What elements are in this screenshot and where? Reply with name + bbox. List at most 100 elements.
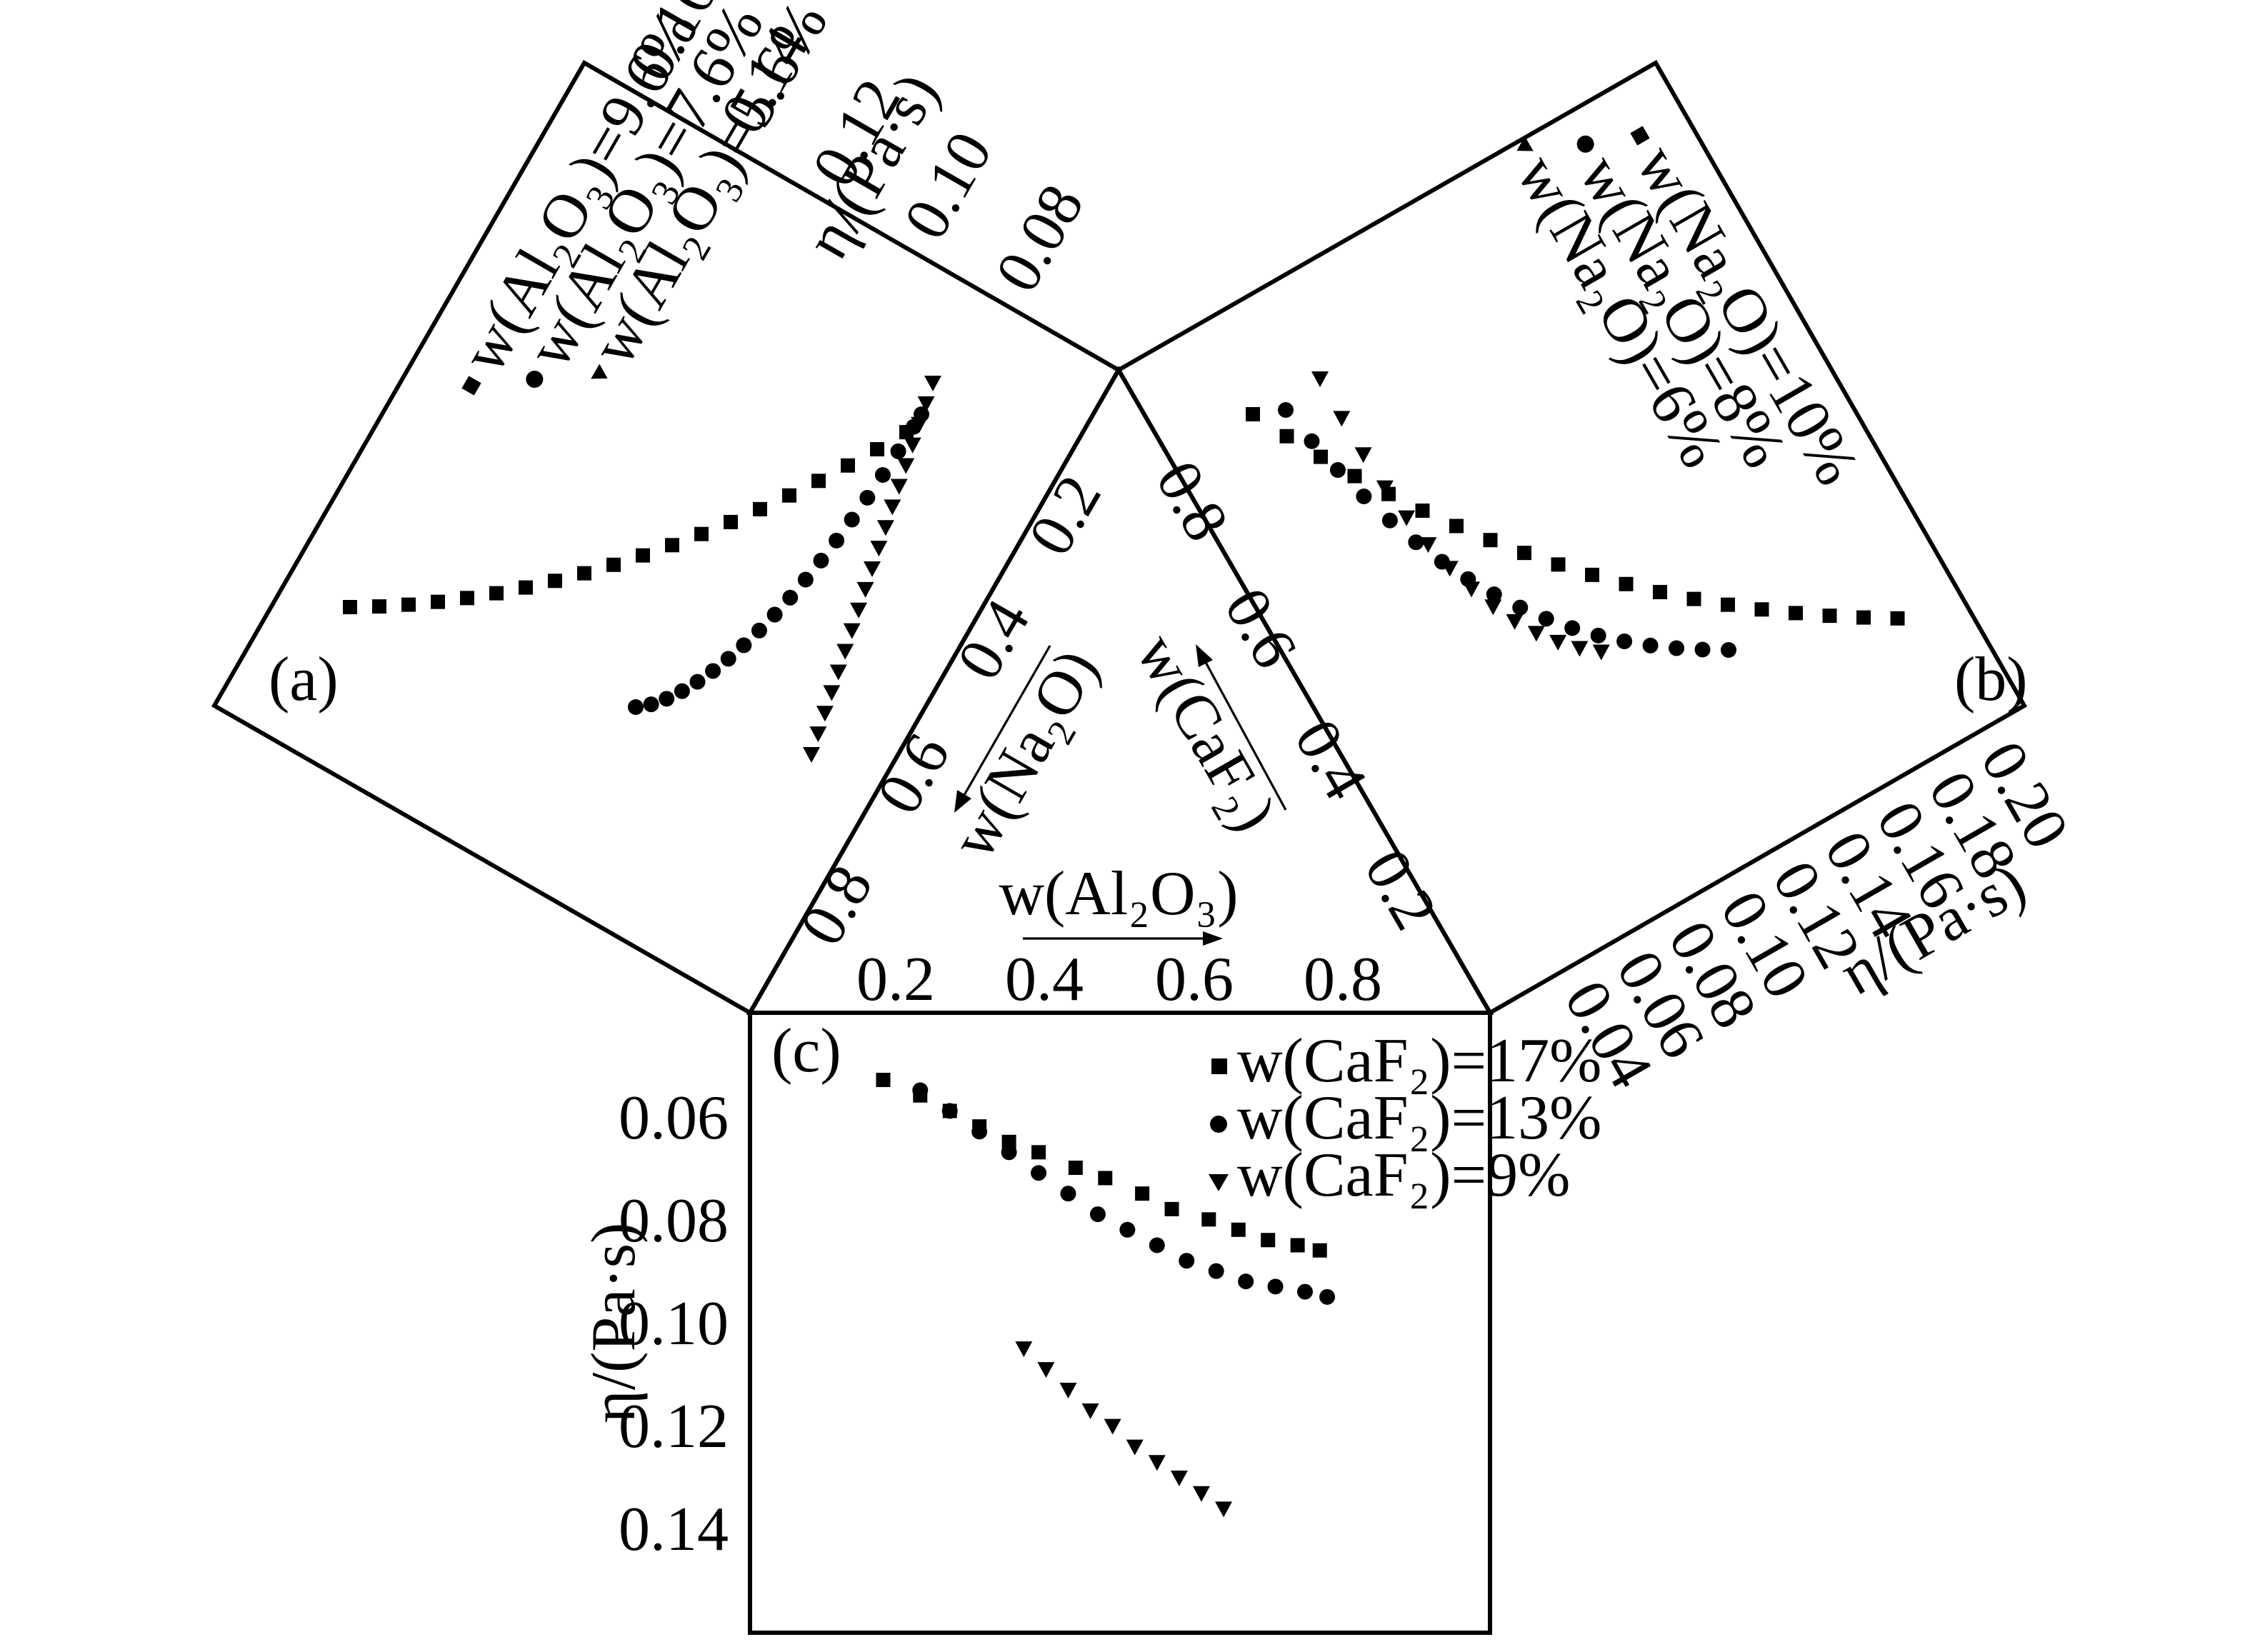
data-point <box>1279 429 1294 444</box>
caf2-arrow <box>1196 644 1287 811</box>
caf2-tick-label: 0.8 <box>1142 450 1241 553</box>
data-point <box>1642 637 1659 654</box>
panel-c-legend-label: w(CaF₂)=17% <box>1237 1026 1601 1096</box>
data-point <box>1616 633 1633 649</box>
data-point <box>1148 1455 1166 1471</box>
data-point <box>1538 611 1554 627</box>
data-point <box>1304 433 1320 449</box>
data-point <box>884 499 901 516</box>
data-point <box>890 443 906 459</box>
data-point <box>724 514 738 529</box>
data-point <box>519 580 533 595</box>
data-point <box>897 458 915 474</box>
data-point <box>811 474 826 489</box>
data-point <box>856 581 874 598</box>
legend-square-marker <box>1630 126 1650 146</box>
data-point <box>797 571 814 588</box>
data-point <box>1333 411 1351 427</box>
data-point <box>460 591 474 606</box>
panel-a-legend: w(Al₂O₃)=9.6% w(Al₂O₃)=7.6% w(Al₂O₃)=5.6… <box>449 0 841 396</box>
data-point <box>1356 489 1372 505</box>
na2o-arrow <box>954 645 1051 813</box>
data-point <box>1549 634 1567 651</box>
data-point <box>1571 641 1589 657</box>
data-point <box>843 623 861 639</box>
data-point <box>1098 1171 1113 1186</box>
data-point <box>844 511 860 528</box>
al2o3-tick-label: 0.4 <box>1005 945 1084 1014</box>
data-point <box>841 458 855 473</box>
data-point <box>1215 1501 1233 1518</box>
al2o3-tick-label: 0.2 <box>856 945 935 1014</box>
data-point <box>1381 512 1398 529</box>
data-point <box>850 602 868 619</box>
data-point <box>1398 510 1416 526</box>
data-point <box>606 557 621 572</box>
data-point <box>1231 1222 1246 1237</box>
data-point <box>766 606 783 623</box>
data-point <box>1104 1418 1121 1435</box>
panel-b-legend: w(Na₂O)=10% w(Na₂O)=8% w(Na₂O)=6% <box>1503 126 1872 496</box>
data-point <box>829 664 847 681</box>
data-point <box>813 552 829 569</box>
data-point <box>1619 576 1634 591</box>
data-point <box>1126 1439 1144 1456</box>
data-point <box>1297 1283 1313 1300</box>
data-point <box>1653 584 1667 599</box>
data-point <box>1669 640 1685 656</box>
data-point <box>1201 1212 1216 1227</box>
data-point <box>1890 611 1905 626</box>
data-point <box>1164 1201 1179 1216</box>
data-point <box>753 501 767 516</box>
data-point <box>736 637 752 654</box>
data-point <box>1686 591 1701 606</box>
data-point <box>1068 1161 1083 1175</box>
data-point <box>876 1073 891 1088</box>
na2o-axis-label: w(Na₂O) <box>939 638 1113 870</box>
data-point <box>720 651 736 667</box>
data-point <box>1179 1253 1195 1269</box>
data-point <box>343 600 357 614</box>
data-point <box>859 489 876 506</box>
data-point <box>816 706 834 722</box>
data-point <box>917 396 935 412</box>
legend-square-marker <box>461 376 481 396</box>
legend-circle-marker <box>1210 1116 1227 1133</box>
panel-c-frame <box>748 1011 1492 1635</box>
legend-triangle-marker <box>1516 136 1534 151</box>
data-point <box>1517 546 1531 561</box>
data-point <box>548 574 562 589</box>
data-point <box>941 1103 958 1119</box>
data-point <box>1238 1273 1254 1290</box>
data-point <box>1590 627 1606 644</box>
panel-a-tick-label: 0.08 <box>983 174 1098 304</box>
data-point <box>1261 1233 1276 1248</box>
ternary-diagram: 0.2 0.4 0.6 0.8 0.8 0.6 0.4 0.2 0.2 0.4 … <box>746 365 1494 1015</box>
na2o-tick-label: 0.2 <box>1016 464 1115 567</box>
na2o-tick-label: 0.4 <box>944 589 1044 691</box>
data-point <box>1089 1206 1106 1223</box>
data-point <box>636 548 650 563</box>
panel-c-tick-label: 0.12 <box>619 1392 729 1461</box>
data-point <box>870 441 884 456</box>
data-point <box>1484 599 1502 616</box>
data-point <box>1354 447 1372 464</box>
data-point <box>1486 586 1502 603</box>
data-point <box>1415 503 1430 518</box>
data-point <box>1551 557 1566 572</box>
data-point <box>823 685 841 701</box>
data-point <box>1015 1341 1033 1358</box>
panel-c-tick-label: 0.14 <box>619 1495 729 1564</box>
panel-c-legend-label: w(CaF₂)=9% <box>1237 1141 1570 1210</box>
na2o-tick-label: 0.8 <box>787 854 886 957</box>
data-point <box>1081 1403 1099 1419</box>
panel-b-frame <box>1115 59 2028 1016</box>
al2o3-tick-label: 0.6 <box>1155 945 1234 1014</box>
data-point <box>1246 407 1260 421</box>
data-point <box>1856 610 1871 625</box>
data-point <box>1408 534 1424 551</box>
panel-a-label: (a) <box>269 645 339 714</box>
data-point <box>911 416 929 433</box>
data-point <box>1311 371 1329 387</box>
